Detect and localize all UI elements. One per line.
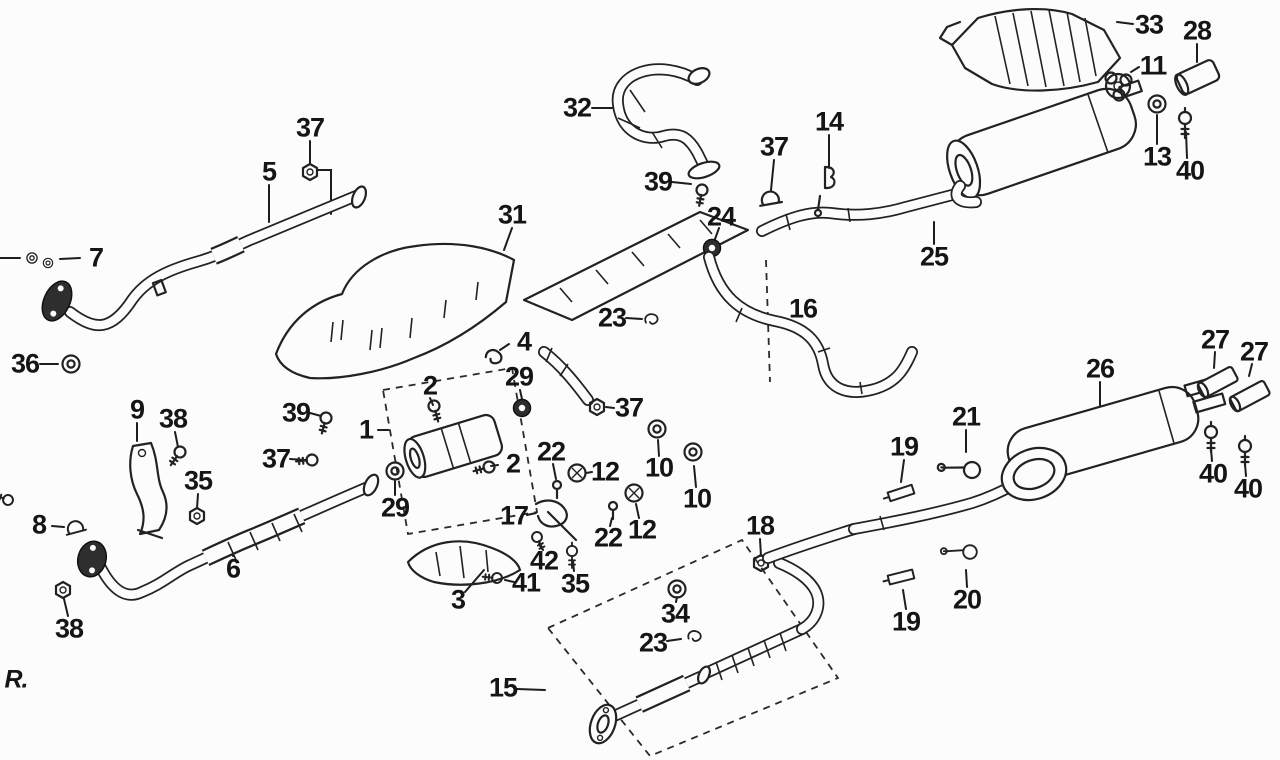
manifold-pipe: [618, 65, 721, 208]
cat-pipe-segment: [544, 348, 606, 417]
front-pipe-a: [41, 162, 368, 326]
assembly-box-1: [381, 366, 539, 536]
hanger-bracket-17: [534, 499, 578, 542]
exhaust-tip-27b: [1228, 379, 1271, 413]
muffler-26: [1000, 377, 1227, 502]
catalytic-converter: [403, 413, 504, 479]
heat-shield-33: [938, 7, 1122, 92]
rear-pipe: [768, 486, 1012, 558]
heat-shield-3: [406, 540, 522, 586]
hanger-bracket-9: [129, 441, 168, 540]
flex-downpipe-16: [709, 257, 912, 394]
heat-shield-band: [522, 210, 750, 322]
tailpipe-25: [758, 165, 952, 231]
front-pipe-b: [76, 473, 380, 594]
exhaust-tip-27a: [1196, 365, 1239, 399]
bushing-28: [1174, 59, 1221, 96]
mid-pipe-assembly: [588, 563, 818, 745]
heat-shield-31: [274, 242, 516, 380]
